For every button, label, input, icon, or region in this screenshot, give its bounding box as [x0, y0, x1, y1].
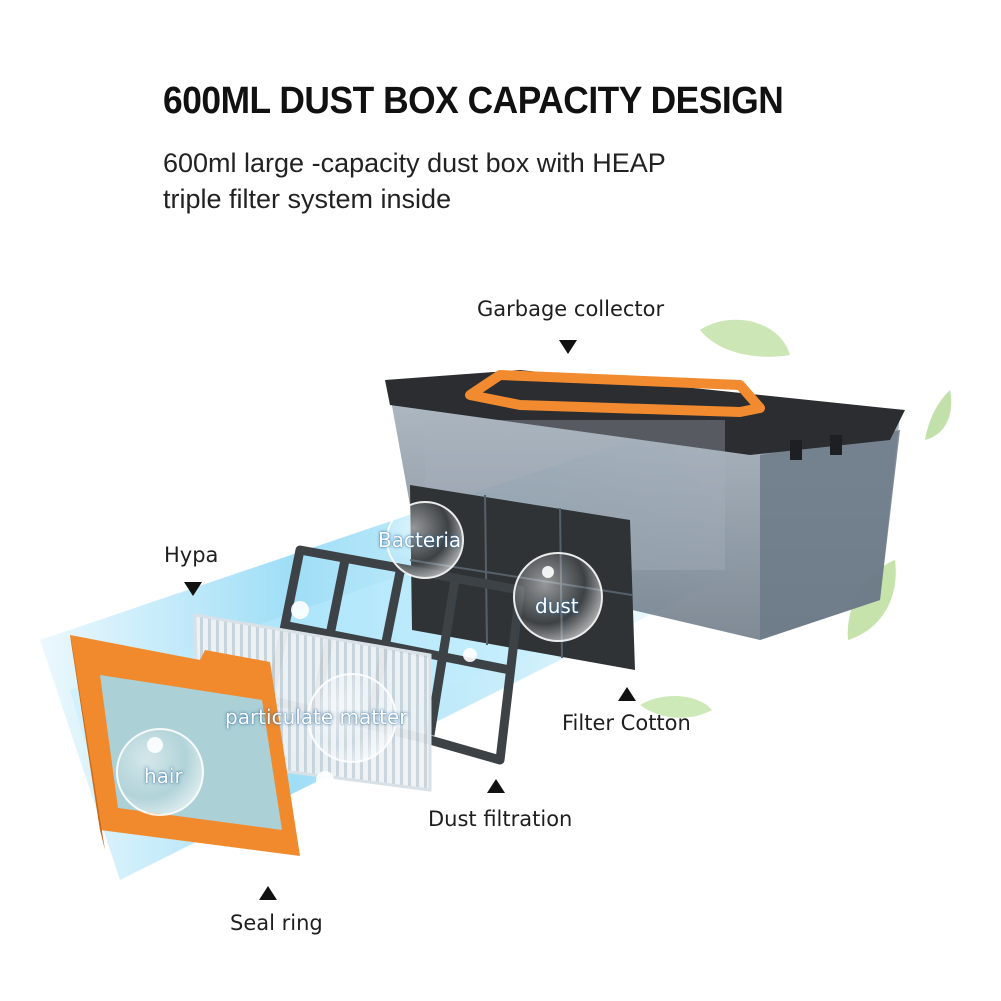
hypa-label: Hypa: [164, 543, 219, 567]
subtitle-line-2: triple filter system inside: [163, 184, 452, 214]
garbage-collector-label: Garbage collector: [477, 297, 665, 321]
arrow-down-icon: [559, 340, 577, 354]
leaf-icon: [640, 695, 712, 718]
arrow-up-icon: [618, 687, 636, 701]
page-title: 600ML DUST BOX CAPACITY DESIGN: [163, 80, 784, 122]
bacteria-bubble-label: Bacteria: [378, 528, 462, 552]
subtitle-line-1: 600ml large -capacity dust box with HEAP: [163, 148, 666, 178]
seal-ring-label: Seal ring: [230, 911, 323, 935]
particulate-bubble-label: particulate matter: [225, 705, 408, 729]
filter-cotton-label: Filter Cotton: [562, 711, 691, 735]
hair-bubble: [116, 728, 204, 816]
page-subtitle: 600ml large -capacity dust box with HEAP…: [163, 145, 666, 217]
arrow-up-icon: [487, 779, 505, 793]
dust-bubble-label: dust: [535, 594, 579, 618]
arrow-down-icon: [184, 582, 202, 596]
dust-filtration-label: Dust filtration: [428, 807, 573, 831]
dust-bubble: [513, 552, 603, 642]
hair-bubble-label: hair: [144, 764, 183, 788]
leaf-icon: [925, 390, 952, 440]
leaf-icon: [700, 319, 790, 357]
arrow-up-icon: [259, 886, 277, 900]
particulate-bubble: [307, 673, 397, 763]
garbage-collector-box: [385, 370, 905, 640]
bacteria-bubble: [386, 501, 464, 579]
